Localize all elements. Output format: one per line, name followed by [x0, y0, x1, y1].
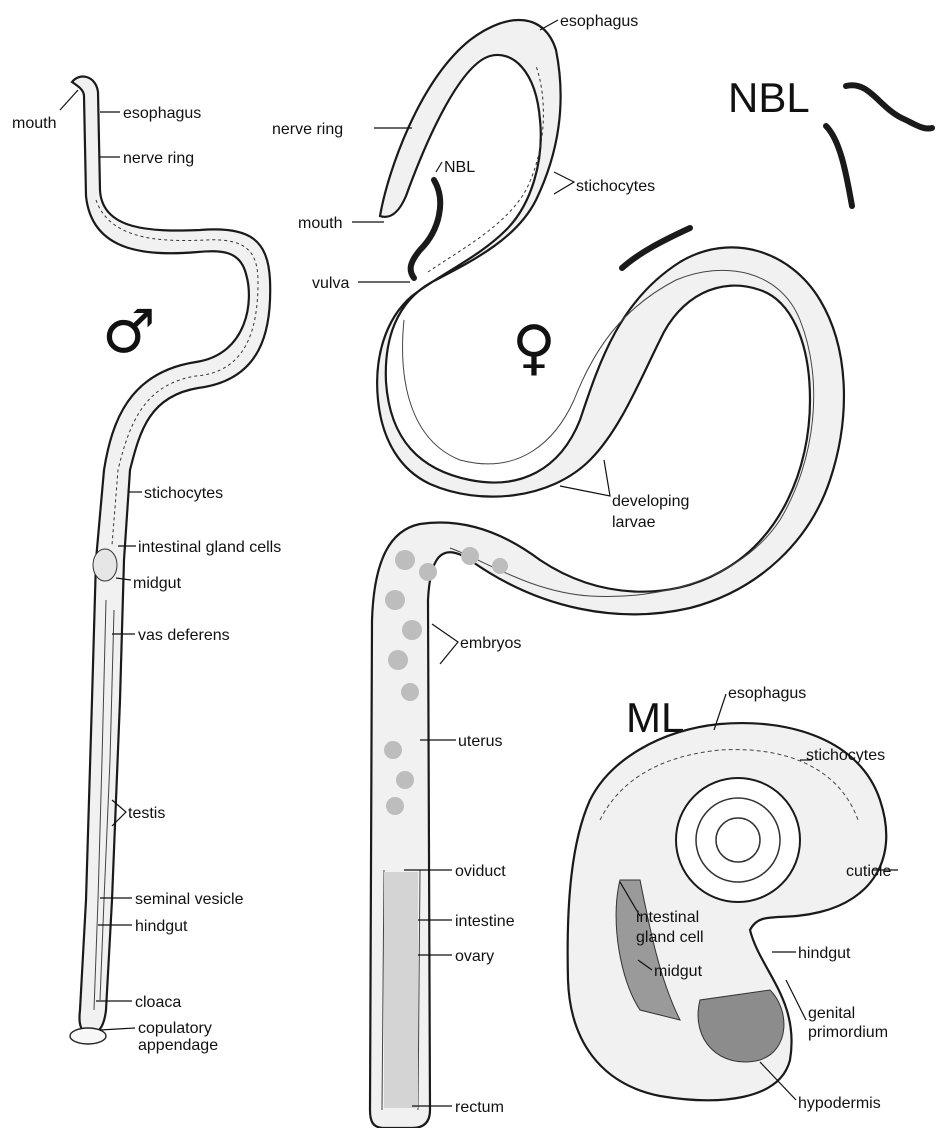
female-intestine-label: intestine [455, 913, 515, 930]
nbl-larva-2 [826, 126, 852, 206]
female-rectum-label: rectum [455, 1099, 504, 1116]
ml-coil-outer [676, 778, 800, 902]
ml-intestinal-gland-cell-line2: gland cell [636, 929, 704, 946]
ml-stichocytes-label: stichocytes [806, 747, 885, 764]
male-nerve-ring-label: nerve ring [123, 150, 194, 167]
male-testis-label: testis [128, 805, 165, 822]
male-vas-deferens-label: vas deferens [138, 627, 230, 644]
female-mouth-label: mouth [298, 215, 342, 232]
female-stichocytes-leader [554, 172, 574, 194]
male-cloaca-label: cloaca [135, 994, 181, 1011]
female-ovary-label: ovary [455, 948, 494, 965]
nbl-title: NBL [728, 74, 810, 121]
female-developing-larvae-line2: larvae [612, 514, 656, 531]
male-intestinal-gland-cells-label: intestinal gland cells [138, 539, 281, 556]
female-embryos-leader [432, 624, 458, 664]
female-symbol: ♀ [512, 313, 556, 383]
male-seminal-vesicle-label: seminal vesicle [135, 891, 244, 908]
female-ovary-fill [384, 872, 418, 1108]
female-nbl-larva [411, 180, 441, 278]
male-stichocytes-label: stichocytes [144, 485, 223, 502]
ml-intestinal-gland-cell-line1: intestinal [636, 909, 699, 926]
female-nbl-leader [436, 162, 442, 172]
male-midgut-shape [93, 549, 117, 581]
ml-midgut-label: midgut [654, 963, 703, 980]
female-vulva-label: vulva [312, 275, 349, 292]
ml-genital-primordium-line1: genital [808, 1005, 855, 1022]
male-mouth-leader [60, 90, 78, 110]
nbl-larva-1 [846, 85, 932, 128]
male-copulatory-appendage-leader [100, 1028, 135, 1030]
female-stichocytes-label: stichocytes [576, 178, 655, 195]
ml-genital-primordium-line2: primordium [808, 1024, 888, 1041]
male-copulatory-label-line2: appendage [138, 1037, 218, 1054]
ml-cuticle-label: cuticle [846, 863, 891, 880]
male-symbol: ♂ [102, 297, 156, 367]
male-hindgut-label: hindgut [135, 918, 188, 935]
female-nerve-ring-label: nerve ring [272, 121, 343, 138]
female-oviduct-label: oviduct [455, 863, 506, 880]
female-uterus-label: uterus [458, 733, 502, 750]
nbl-panel: NBL [728, 74, 932, 206]
female-nbl-label: NBL [444, 159, 475, 176]
female-embryos-label: embryos [460, 635, 521, 652]
female-esophagus-label: esophagus [560, 13, 638, 30]
ml-hindgut-label: hindgut [798, 945, 851, 962]
male-esophagus-label: esophagus [123, 105, 201, 122]
ml-hypodermis-label: hypodermis [798, 1095, 881, 1112]
male-midgut-label: midgut [133, 575, 182, 592]
male-mouth-label: mouth [12, 115, 56, 132]
male-copulatory-label-line1: copulatory [138, 1020, 212, 1037]
ml-esophagus-label: esophagus [728, 685, 806, 702]
female-developing-larvae-line1: developing [612, 493, 689, 510]
female-esophagus-leader [540, 20, 558, 30]
